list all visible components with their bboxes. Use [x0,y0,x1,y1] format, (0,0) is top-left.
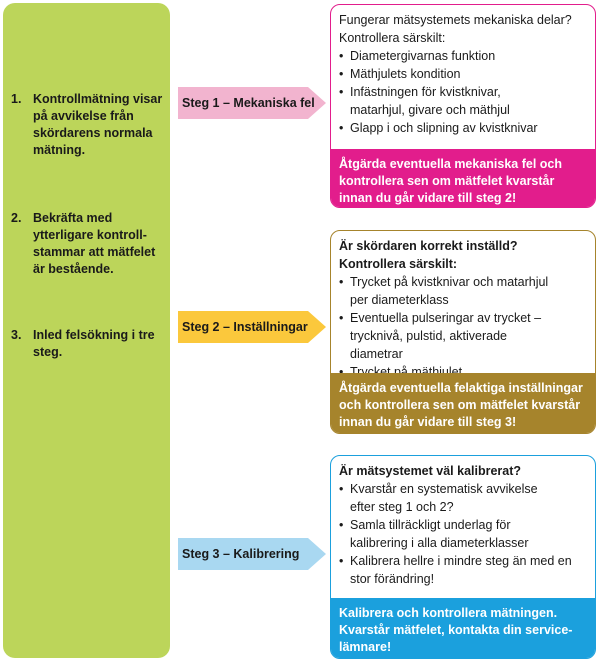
intro-item-number: 2. [11,211,22,225]
step-3-question: Är mätsystemet väl kalibrerat? [339,464,522,478]
checklist-item: Eventuella pulseringar av trycket – tryc… [339,309,550,363]
step-1-check-heading: Kontrollera särskilt: [339,31,446,45]
intro-item-number: 3. [11,328,22,342]
step-3-arrow: Steg 3 – Kalibrering [178,538,328,570]
checklist-item: Mäthjulets kondition [339,65,587,83]
step-1-box: Fungerar mätsystemets mekaniska delar? K… [330,4,596,208]
step-3-box: Är mätsystemet väl kalibrerat? Kvarstår … [330,455,596,659]
step-2-arrow: Steg 2 – Inställningar [178,311,328,343]
checklist-item: Kalibrera hellre i mindre steg än med en… [339,552,580,588]
step-1-checklist: Diametergivarnas funktion Mäthjulets kon… [339,47,587,137]
step-3-checklist: Kvarstår en systematisk avvikelse efter … [339,480,587,588]
checklist-item: Kvarstår en systematisk avvikelse efter … [339,480,550,516]
step-3-label: Steg 3 – Kalibrering [182,547,300,561]
step-2-arrow-shape [178,311,326,343]
checklist-item: Infästningen för kvistknivar, matarhjul,… [339,83,550,119]
step-1-label: Steg 1 – Mekaniska fel [182,96,315,110]
step-2-label: Steg 2 – Inställningar [182,320,308,334]
checklist-item: Trycket på kvistknivar och matarhjul per… [339,273,550,309]
intro-panel: 1. Kontrollmätning visar på avvikelse fr… [3,3,170,658]
step-2-box: Är skördaren korrekt inställd? Kontrolle… [330,230,596,434]
step-3-footer: Kalibrera och kontrollera mätningen. Kva… [331,598,595,658]
intro-item-number: 1. [11,92,22,106]
checklist-item: Glapp i och slipning av kvistknivar [339,119,587,137]
step-3-arrow-shape [178,538,326,570]
step-1-footer: Åtgärda eventuella mekaniska fel och kon… [331,149,595,207]
intro-item-text: Kontrollmätning visar på avvikelse från … [33,92,163,157]
step-1-question: Fungerar mätsystemets mekaniska delar? [339,13,572,27]
step-2-checklist: Trycket på kvistknivar och matarhjul per… [339,273,587,381]
step-1-arrow: Steg 1 – Mekaniska fel [178,87,328,119]
checklist-item: Samla tillräckligt underlag för kalibrer… [339,516,555,552]
step-2-footer: Åtgärda eventuella felaktiga inställning… [331,373,595,433]
intro-item-text: Inled felsökning i tre steg. [33,328,155,359]
step-2-question: Är skördaren korrekt inställd? [339,239,518,253]
intro-item-text: Bekräfta med ytterligare kontroll-stamma… [33,211,156,276]
checklist-item: Diametergivarnas funktion [339,47,587,65]
step-1-arrow-shape [178,87,326,119]
step-2-check-heading: Kontrollera särskilt: [339,257,458,271]
